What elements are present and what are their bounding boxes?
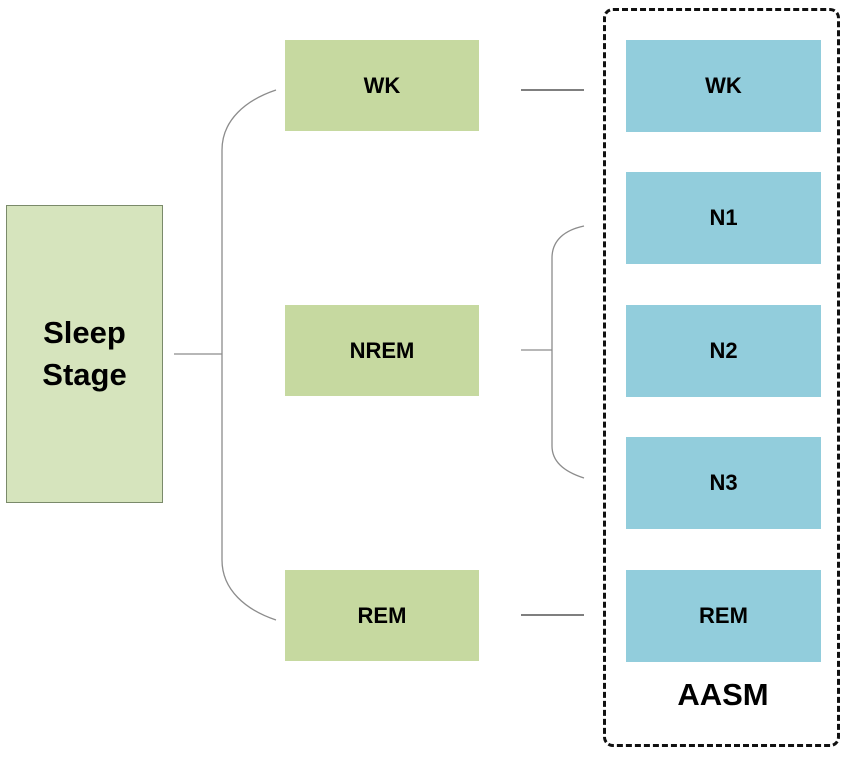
aasm-rem-label: REM [699,603,748,628]
aasm-rem-box: REM [626,570,821,662]
aasm-n2-box: N2 [626,305,821,397]
sleep-stage-box: Sleep Stage [6,205,163,503]
rem-label: REM [357,602,407,628]
nrem-box: NREM [285,305,479,396]
aasm-group-frame [603,8,840,747]
aasm-n2-label: N2 [709,338,738,363]
sleep-stage-label-line1: Sleep [43,315,126,350]
aasm-wk-label: WK [705,73,742,98]
level1-bracket [221,89,277,621]
aasm-n1-label: N1 [709,205,738,230]
aasm-n1-box: N1 [626,172,821,264]
aasm-title: AASM [677,677,769,712]
wk-box: WK [285,40,479,131]
rem-box: REM [285,570,479,661]
sleep-stage-label-line2: Stage [42,357,127,392]
nrem-label: NREM [349,337,415,363]
aasm-n3-label: N3 [709,470,738,495]
aasm-n3-box: N3 [626,437,821,529]
wk-label: WK [363,72,401,98]
nrem-bracket [551,225,585,479]
aasm-wk-box: WK [626,40,821,132]
